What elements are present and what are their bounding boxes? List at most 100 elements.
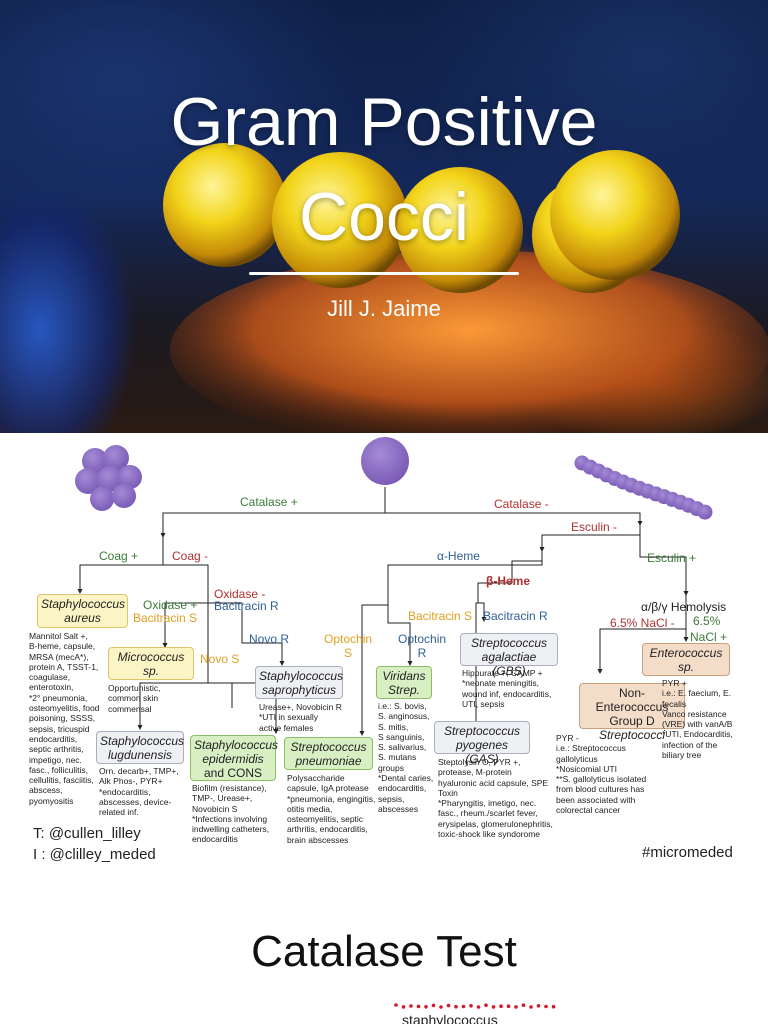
note-staphylococcus-saprophyticus: Urease+, Novobicin R *UTI in sexually ac… — [259, 702, 342, 733]
label-beta-heme: β-Heme — [486, 574, 531, 588]
label-bacitracin-r-strep: Bacitracin R — [483, 609, 548, 623]
title-slide: Gram Positive Cocci Jill J. Jaime — [0, 0, 768, 433]
instagram-handle: I : @clilley_meded — [33, 846, 156, 863]
label-esculin-negative: Esculin - — [571, 520, 618, 534]
red-dotted-arc — [394, 1003, 556, 1009]
cocci-photo-illustration — [163, 143, 768, 433]
label-nacl-positive-1: 6.5% — [693, 614, 721, 628]
red-dot — [514, 1005, 518, 1009]
red-dot — [499, 1004, 503, 1008]
red-dot — [439, 1005, 443, 1009]
red-dot — [529, 1005, 533, 1009]
label-optochin-s: Optochin S — [324, 632, 373, 660]
note-staphylococcus-aureus: Mannitol Salt +, B-heme, capsule, MRSA (… — [29, 631, 100, 806]
box-label: Enterococcus sp. — [649, 646, 723, 674]
author-name: Jill J. Jaime — [327, 296, 441, 321]
box-label: Streptococcus pneumoniae — [290, 740, 367, 768]
label-novo-r: Novo R — [249, 632, 290, 646]
note-streptococcus-pneumoniae: Polysaccharide capsule, IgA protease *pn… — [287, 773, 376, 845]
label-novo-s: Novo S — [200, 652, 240, 666]
red-dot — [461, 1004, 466, 1009]
note-streptococcus-pyogenes: Steptolysin O, PYR +, protease, M-protei… — [438, 757, 553, 840]
label-optochin-r: Optochin R — [398, 632, 447, 660]
red-dot — [506, 1004, 511, 1008]
label-alpha-heme: α-Heme — [437, 549, 480, 563]
twitter-handle: T: @cullen_lilley — [33, 825, 141, 842]
red-dot — [491, 1005, 496, 1009]
coccus-sphere — [550, 150, 680, 280]
box-enterococcus: Enterococcus sp. — [642, 643, 730, 676]
note-enterococcus: PYR + i.e.: E. faecium, E. fecalis Vanco… — [662, 678, 733, 761]
red-dot — [484, 1003, 488, 1007]
label-nacl-negative: 6.5% NaCl - — [610, 616, 675, 630]
red-dot — [469, 1004, 473, 1008]
orange-cell-surface — [170, 250, 768, 433]
red-dot — [521, 1003, 526, 1007]
box-label: Staphylococcus saprophyticus — [259, 669, 344, 697]
box-label-line-2: Group D — [609, 714, 655, 728]
label-oxidase-positive: Oxidase + — [143, 598, 198, 612]
red-dot — [551, 1004, 556, 1009]
coccus-sphere — [397, 167, 523, 293]
label-bacitracin-r: Bacitracin R — [214, 599, 279, 613]
box-label: Staphylococcus aureus — [41, 597, 126, 625]
red-dot — [446, 1003, 451, 1008]
streptococcus-chain-icon — [574, 455, 713, 520]
box-label-suffix: and CONS — [203, 766, 263, 780]
box-label: Non-Enterococcus — [595, 686, 669, 714]
box-label: Streptococcus agalactiae (GBS) — [470, 636, 548, 678]
box-micrococcus: Micrococcus sp. — [108, 647, 194, 680]
box-label: Streptococcus pyogenes (GAS) — [443, 724, 521, 766]
red-dot — [476, 1005, 481, 1009]
catalase-slide: Catalase Test staphylococcus — [0, 865, 768, 1024]
box-label: Staphylococcus epidermidis — [194, 738, 279, 766]
label-coag-negative: Coag - — [172, 549, 209, 563]
flowchart-slide: Catalase + Catalase - Coag + Coag - Oxid… — [0, 433, 768, 865]
red-dot — [401, 1005, 406, 1009]
label-hemolysis: α/β/γ Hemolysis — [641, 600, 727, 614]
label-catalase-negative: Catalase - — [494, 497, 549, 511]
box-staphylococcus-saprophyticus: Staphylococcus saprophyticus — [255, 666, 343, 699]
label-coag-positive: Coag + — [99, 549, 139, 563]
red-dot — [454, 1004, 458, 1009]
label-oxidase-negative: Oxidase - — [214, 587, 266, 601]
box-staphylococcus-lugdunensis: Staphylococcus lugdunensis — [96, 731, 184, 764]
coccus-icon — [361, 437, 409, 485]
chain-coccus — [697, 504, 713, 520]
note-staphylococcus-epidermidis: Biofilm (resistance), TMP-, Urease+, Nov… — [192, 783, 270, 845]
label-bacitracin-s: Bacitracin S — [133, 611, 198, 625]
label-bacitracin-s-strep: Bacitracin S — [408, 609, 473, 623]
slide-title-line-1: Gram Positive — [170, 84, 598, 160]
note-streptococcus-agalactiae: Hippurate +, CAMP + *neonate meningitis,… — [462, 668, 552, 709]
staphylococcus-label: staphylococcus — [402, 1012, 498, 1024]
box-label: Staphylococcus lugdunensis — [100, 734, 185, 762]
title-divider — [249, 272, 519, 275]
box-staphylococcus-aureus: Staphylococcus aureus — [37, 594, 128, 628]
note-micrococcus: Opportunistic, common skin commensal — [108, 683, 161, 714]
red-dot — [431, 1003, 436, 1008]
label-nacl-positive-2: NaCl + — [690, 630, 728, 644]
red-dot — [394, 1003, 398, 1007]
red-dot — [409, 1004, 413, 1008]
flowchart-connectors — [75, 437, 713, 736]
catalase-title: Catalase Test — [251, 927, 517, 976]
coccus-sphere — [163, 143, 287, 267]
box-label-line-3: Streptococci — [598, 728, 666, 742]
note-non-enterococcus: PYR - i.e.: Streptococcus gallolyticus *… — [556, 733, 647, 816]
box-streptococcus-pyogenes: Streptococcus pyogenes (GAS) — [434, 721, 530, 766]
box-label: Micrococcus sp. — [117, 650, 185, 678]
red-dot — [544, 1004, 548, 1009]
red-dot — [424, 1005, 428, 1009]
note-staphylococcus-lugdunensis: Orn. decarb+, TMP+, Alk Phos-, PYR+ *end… — [99, 766, 179, 818]
label-catalase-positive: Catalase + — [240, 495, 298, 509]
box-label: Viridans Strep. — [382, 669, 426, 697]
box-streptococcus-agalactiae: Streptococcus agalactiae (GBS) — [460, 633, 558, 678]
red-dot — [416, 1004, 421, 1009]
label-esculin-positive: Esculin + — [647, 551, 697, 565]
hashtag: #micromeded — [642, 844, 733, 861]
box-viridans-strep: Viridans Strep. — [376, 666, 432, 699]
note-viridans-strep: i.e.: S. bovis, S. anginosus, S. mitis, … — [378, 701, 434, 814]
coccus-sphere — [272, 152, 408, 288]
